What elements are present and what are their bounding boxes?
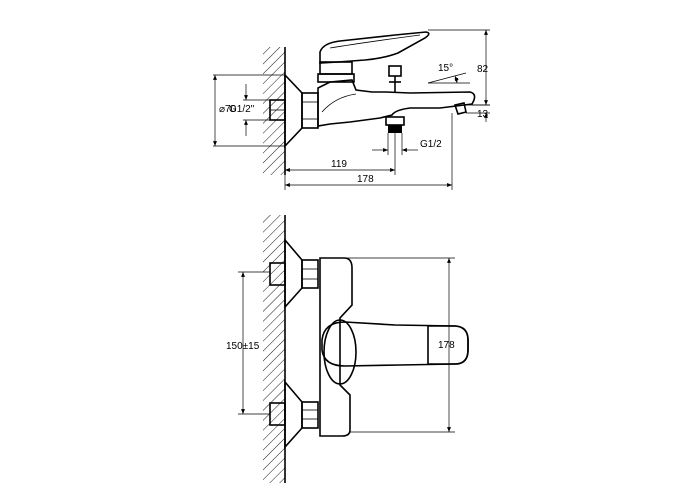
lever-front xyxy=(321,319,469,385)
spout-tip xyxy=(453,102,467,115)
dim-outlet-distance: 119 xyxy=(285,133,396,175)
flange-side xyxy=(284,72,303,149)
dim-handle-angle: 15° xyxy=(427,63,470,84)
inlet-thread-label: G1/2" xyxy=(229,104,255,115)
lever-handle xyxy=(317,31,430,83)
mixer-body-front xyxy=(319,257,353,437)
dim-spout-offset: 13 xyxy=(466,104,490,122)
center-distance-label: 150±15 xyxy=(226,341,260,352)
total-depth-label: 178 xyxy=(357,174,374,185)
dim-flange-diameter: ⌀70 xyxy=(213,74,285,147)
wall-side xyxy=(263,47,286,175)
flange-diameter-label: ⌀70 xyxy=(219,104,237,115)
body-width-label: 178 xyxy=(438,340,455,351)
mixer-body-side xyxy=(317,79,476,127)
outlet-distance-label: 119 xyxy=(331,159,347,170)
handle-height-label: 82 xyxy=(477,64,489,75)
spout-offset-label: 13 xyxy=(477,109,489,120)
outlet-thread-label: G1/2 xyxy=(420,139,442,150)
body-contour xyxy=(321,93,357,113)
diverter-knob xyxy=(388,65,402,92)
front-view: 150±15 178 xyxy=(226,215,469,483)
lower-connection xyxy=(269,379,319,450)
dim-outlet-thread: G1/2 xyxy=(372,133,442,155)
wall-front xyxy=(263,215,286,483)
dim-center-distance: 150±15 xyxy=(226,271,270,415)
dim-total-depth: 178 xyxy=(284,113,453,190)
side-view: ⌀70 G1/2" 82 15° 13 xyxy=(213,29,490,190)
dim-inlet-thread: G1/2" xyxy=(229,84,270,136)
shower-outlet xyxy=(385,116,405,133)
handle-angle-label: 15° xyxy=(438,63,453,74)
upper-connection xyxy=(269,237,319,310)
dim-body-width: 178 xyxy=(346,257,455,433)
eccentric-nut xyxy=(301,92,319,129)
